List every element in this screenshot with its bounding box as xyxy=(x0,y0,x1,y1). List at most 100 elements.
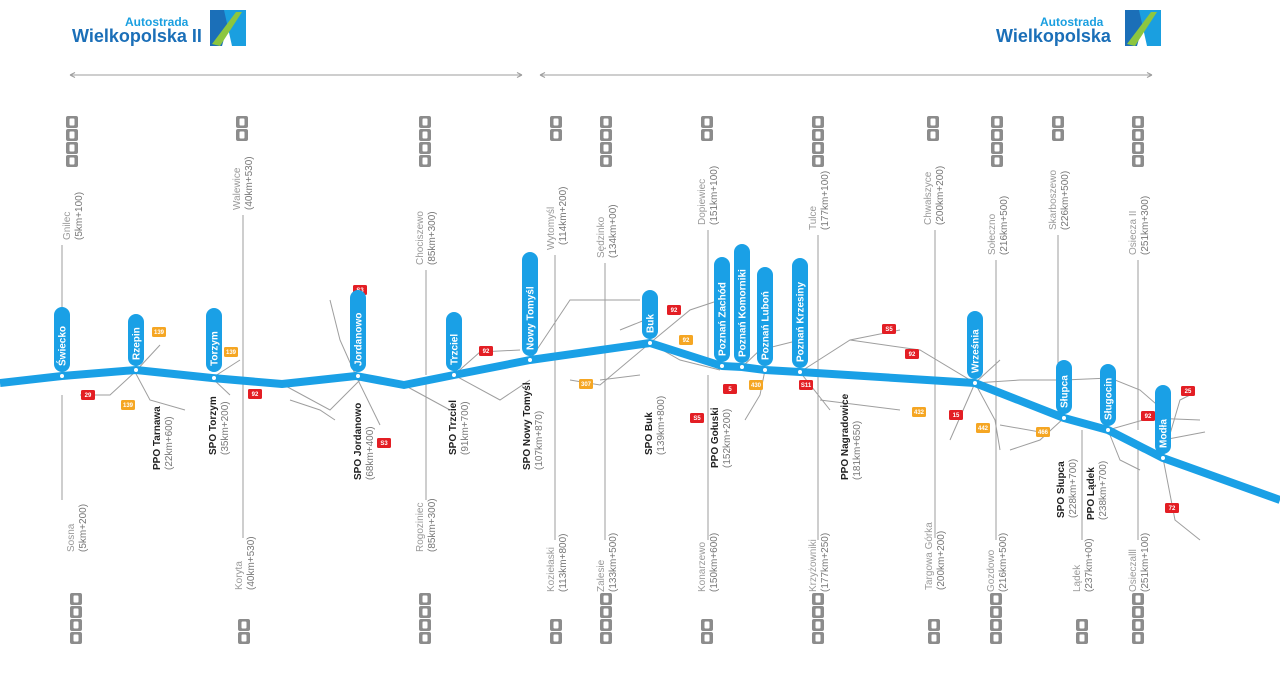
road-number: 92 xyxy=(483,349,490,355)
service-area-bottom-4: Koziełaski(113km+800) xyxy=(546,534,569,644)
junction-name: Trzciel xyxy=(450,334,461,365)
service-area-name: Rogoziniec xyxy=(415,503,426,552)
road-number: 25 xyxy=(1185,389,1192,395)
service-area-name: Gnilec xyxy=(62,212,73,240)
junction-node xyxy=(134,368,138,372)
junction-node xyxy=(60,374,64,378)
service-area-top-9: Sołeczno(216km+500) xyxy=(987,116,1010,255)
restaurant-icon xyxy=(600,619,612,631)
parking-icon xyxy=(1132,593,1144,605)
junction-node xyxy=(973,381,977,385)
spo-name: PPO Nagradowice xyxy=(840,393,851,480)
service-area-name: Gozdowo xyxy=(986,549,997,592)
junction-name: Poznań Luboń xyxy=(761,291,772,360)
junction-name: Poznań Zachód xyxy=(718,282,729,356)
toilet-icon xyxy=(990,606,1002,618)
spo-km: (228km+700) xyxy=(1068,459,1079,518)
service-area-km: (151km+100) xyxy=(709,166,720,225)
fuel-icon xyxy=(701,632,713,644)
junction-node xyxy=(720,364,724,368)
restaurant-icon xyxy=(812,619,824,631)
service-area-top-7: Tulce(177km+100) xyxy=(808,116,831,230)
local-roads xyxy=(80,299,1206,541)
restaurant-icon xyxy=(1052,129,1064,141)
spo-km: (68km+400) xyxy=(365,426,376,480)
parking-icon xyxy=(812,155,824,167)
spo-label-3: SPO Jordanowo(68km+400) xyxy=(353,403,376,480)
service-area-bottom-1: Sosna(5km+200) xyxy=(66,504,89,644)
service-area-name: Osiecza II xyxy=(1128,211,1139,255)
logo-left-mark-icon xyxy=(210,10,246,46)
fuel-icon xyxy=(1132,116,1144,128)
restaurant-icon xyxy=(238,619,250,631)
service-area-top-5: Sędzinko(134km+00) xyxy=(596,116,619,258)
junction-node xyxy=(798,370,802,374)
fuel-icon xyxy=(419,632,431,644)
junction-name: Torzym xyxy=(210,331,221,366)
restaurant-icon xyxy=(701,619,713,631)
service-area-km: (133km+500) xyxy=(608,533,619,592)
restaurant-icon xyxy=(66,129,78,141)
junction-node xyxy=(740,365,744,369)
junction-marker xyxy=(714,257,730,362)
service-area-top-2: Walewice(40km+530) xyxy=(232,116,255,210)
road-number-badge: 72 xyxy=(1165,503,1179,513)
road-number: 5 xyxy=(728,387,732,393)
road-number-badge: 139 xyxy=(121,400,135,410)
toilet-icon xyxy=(1132,606,1144,618)
parking-icon xyxy=(419,155,431,167)
junction-marker xyxy=(967,311,983,379)
service-area-name: Sosna xyxy=(66,523,77,552)
road-number: 92 xyxy=(909,352,916,358)
road-number: 92 xyxy=(1145,414,1152,420)
junction-node xyxy=(1106,428,1110,432)
junction-name: Września xyxy=(971,329,982,373)
road-number: S5 xyxy=(693,416,701,422)
spo-km: (91km+700) xyxy=(460,401,471,455)
spo-name: SPO Buk xyxy=(644,412,655,455)
junction-10: Poznań Luboń xyxy=(757,267,773,372)
parking-icon xyxy=(990,593,1002,605)
parking-icon xyxy=(419,593,431,605)
fuel-icon xyxy=(812,632,824,644)
service-area-name: Targowa Górka xyxy=(924,522,935,590)
junction-12: Września xyxy=(967,311,983,385)
road-number: 92 xyxy=(683,338,690,344)
service-area-km: (114km+200) xyxy=(558,187,569,245)
service-area-top-6: Dopiewiec(151km+100) xyxy=(697,116,720,225)
junction-node xyxy=(763,368,767,372)
service-area-km: (150km+600) xyxy=(709,533,720,592)
service-area-bottom-8: Targowa Górka(200km+200) xyxy=(924,522,947,644)
service-area-top-1: Gnilec(5km+100) xyxy=(62,116,85,240)
junction-marker xyxy=(1056,360,1072,414)
service-area-name: Koziełaski xyxy=(546,547,557,592)
spo-label-9: SPO Słupca(228km+700) xyxy=(1056,459,1079,518)
spo-km: (181km+650) xyxy=(852,421,863,480)
junction-node xyxy=(528,358,532,362)
logo-left: Autostrada Wielkopolska II xyxy=(72,10,246,46)
restaurant-icon xyxy=(600,129,612,141)
parking-icon xyxy=(600,593,612,605)
service-area-bottom-6: Konarzewo(150km+600) xyxy=(697,533,720,644)
spo-km: (238km+700) xyxy=(1098,461,1109,520)
road-number-badge: 92 xyxy=(248,389,262,399)
junction-marker xyxy=(757,267,773,366)
junction-name: Poznań Krzesiny xyxy=(796,282,807,362)
junction-15: Modła xyxy=(1155,385,1171,460)
fuel-icon xyxy=(701,116,713,128)
service-area-km: (5km+200) xyxy=(78,504,89,552)
restaurant-icon xyxy=(550,129,562,141)
service-area-name: Osieczalll xyxy=(1128,549,1139,592)
spo-label-8: PPO Nagradowice(181km+650) xyxy=(840,393,863,480)
junction-marker xyxy=(734,244,750,363)
restaurant-icon xyxy=(990,619,1002,631)
service-area-bottom-11: Osieczalll(251km+100) xyxy=(1128,533,1151,644)
parking-icon xyxy=(812,593,824,605)
road-number-badge: 15 xyxy=(949,410,963,420)
service-area-top-4: Wytomyśl(114km+200) xyxy=(546,116,569,250)
service-area-bottom-7: Krzyżowniki(177km+250) xyxy=(808,533,831,644)
toilet-icon xyxy=(66,142,78,154)
service-area-name: Tulce xyxy=(808,205,819,230)
road-number: 430 xyxy=(751,383,762,389)
service-area-name: Wytomyśl xyxy=(546,207,557,250)
